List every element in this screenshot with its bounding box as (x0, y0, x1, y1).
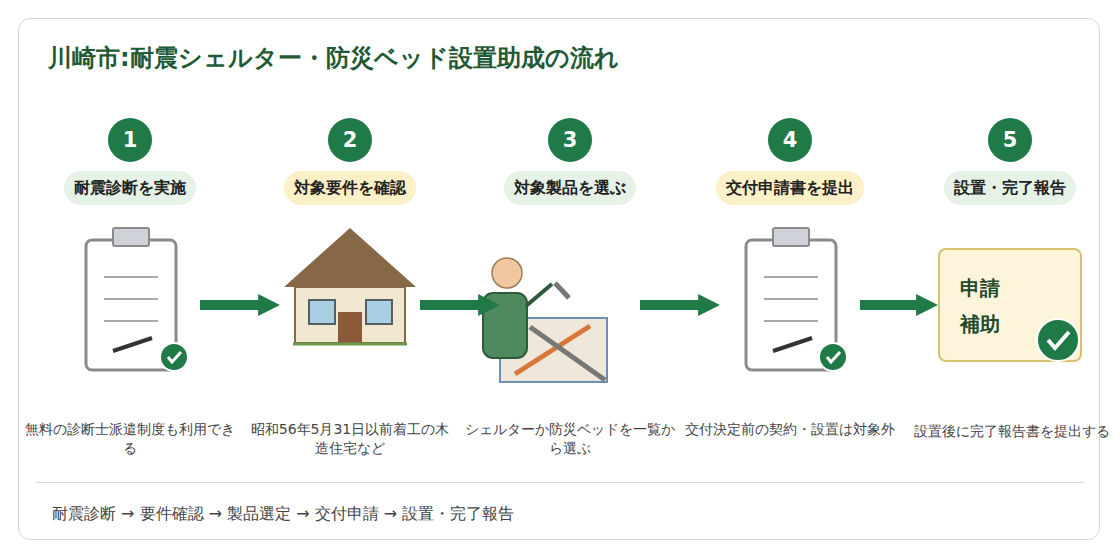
orange-bar (515, 326, 590, 374)
step-label-text: 交付申請書を提出 (726, 178, 854, 199)
product-sheet (500, 318, 607, 382)
house-window (366, 300, 392, 324)
check-badge (1037, 319, 1079, 361)
ground-line (293, 343, 407, 346)
step-caption: 無料の診断士派遣制度も利用できる (24, 420, 236, 458)
step-number: 3 (548, 118, 592, 162)
step-caption: 設置後に完了報告書を提出する (906, 422, 1118, 441)
step-illustration: 無料の診断士派遣制度も利用できる (60, 235, 200, 375)
text-line (104, 298, 158, 300)
step-label: 対象要件を確認 (284, 171, 416, 205)
flow-summary: 耐震診断 → 要件確認 → 製品選定 → 交付申請 → 設置・完了報告 (52, 504, 514, 525)
diagram-title: 川崎市:耐震シェルター・防災ベッド設置助成の流れ (48, 42, 619, 74)
divider-line (36, 482, 1084, 483)
step-illustration: 昭和56年5月31日以前着工の木造住宅など (280, 235, 420, 375)
step-label: 設置・完了報告 (944, 171, 1076, 205)
check-mark (1048, 332, 1069, 348)
step-number: 5 (988, 118, 1032, 162)
house-wall (295, 287, 405, 343)
flow-arrow (420, 300, 488, 310)
check-mark (168, 352, 181, 362)
product-select-icon (483, 258, 607, 382)
clipboard-clip (113, 228, 149, 246)
step-number: 4 (768, 118, 812, 162)
step-label-text: 耐震診断を実施 (74, 178, 186, 199)
house-roof (284, 228, 416, 287)
person-arm (526, 284, 552, 306)
completion-box: 申請 補助設置後に完了報告書を提出する (938, 248, 1082, 362)
house-icon (284, 228, 416, 344)
check-badge (160, 343, 188, 371)
check-circle (160, 343, 188, 371)
step-label: 交付申請書を提出 (716, 171, 864, 205)
step-illustration: 交付決定前の契約・設置は対象外 (720, 235, 860, 375)
check-circle (1037, 319, 1079, 361)
step-number-text: 4 (783, 128, 798, 152)
clipboard-icon (746, 228, 847, 371)
text-line (764, 320, 818, 322)
flow-arrow (860, 300, 926, 310)
clipboard-board (746, 240, 836, 370)
person-body (483, 293, 527, 358)
signature-stroke (773, 338, 812, 351)
gray-bar (530, 327, 605, 380)
text-line (764, 276, 818, 278)
text-line (104, 320, 158, 322)
step-label-text: 対象製品を選ぶ (514, 178, 626, 199)
flow-arrow (200, 300, 268, 310)
check-mark (827, 352, 840, 362)
step-number-text: 2 (343, 128, 358, 152)
clipboard-board (86, 240, 176, 370)
flow-arrow (640, 300, 708, 310)
step-number-text: 5 (1003, 128, 1018, 152)
text-line (104, 276, 158, 278)
person-head (492, 258, 522, 288)
clipboard-clip (773, 228, 809, 246)
house-window (309, 300, 335, 324)
check-circle (819, 343, 847, 371)
box-text: 申請 補助 (960, 270, 1008, 342)
text-line (764, 298, 818, 300)
step-label: 対象製品を選ぶ (504, 171, 636, 205)
step-number-text: 3 (563, 128, 578, 152)
pointer-tool (555, 283, 569, 298)
step-number-text: 1 (123, 128, 138, 152)
step-caption: 昭和56年5月31日以前着工の木造住宅など (244, 420, 456, 458)
step-caption: シェルターか防災ベッドを一覧から選ぶ (464, 420, 676, 458)
clipboard-icon (86, 228, 188, 371)
step-number: 1 (108, 118, 152, 162)
step-illustration: シェルターか防災ベッドを一覧から選ぶ (500, 235, 640, 375)
house-door (338, 312, 362, 343)
step-label-text: 対象要件を確認 (294, 178, 406, 199)
step-number: 2 (328, 118, 372, 162)
check-badge (819, 343, 847, 371)
signature-stroke (113, 338, 152, 351)
step-caption: 交付決定前の契約・設置は対象外 (684, 420, 896, 439)
step-label: 耐震診断を実施 (64, 171, 196, 205)
step-label-text: 設置・完了報告 (954, 178, 1066, 199)
